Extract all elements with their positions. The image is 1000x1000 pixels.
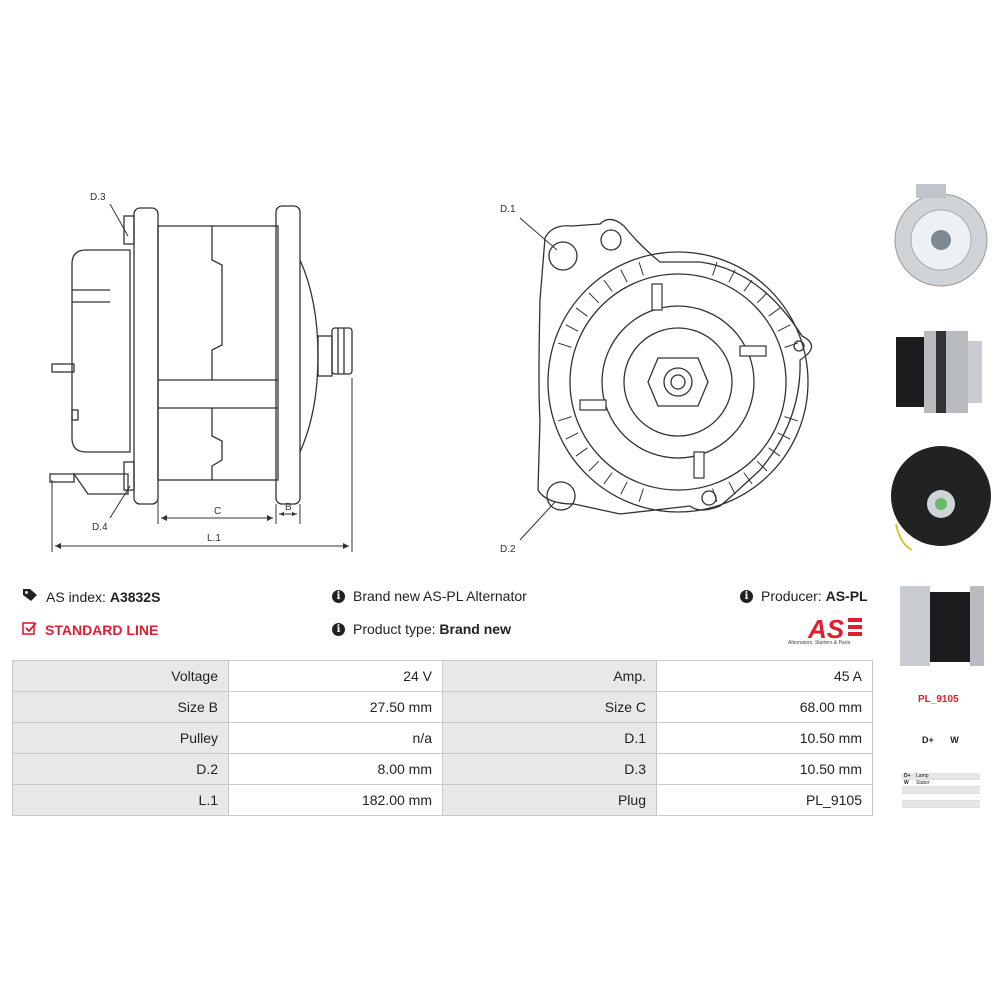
producer-value: AS-PL [825,588,868,604]
product-photo-top[interactable] [886,572,996,682]
legend-pin [902,787,916,793]
checkbox-icon [22,621,37,638]
spec-key: Amp. [442,660,657,692]
product-photo-side[interactable] [886,317,996,427]
pin-label: D+ [922,735,934,745]
legend-row [902,794,980,801]
spec-value: 10.50 mm [656,722,873,754]
product-type-label: Product type: [353,621,436,637]
product-type-row: i Product type: Brand new [332,621,511,637]
pin-label: W [950,735,959,745]
plug-legend: D+ Lamp W Stator [902,773,980,808]
description-text: Brand new AS-PL Alternator [353,588,527,604]
producer-row: i Producer: AS-PL [740,588,868,604]
spec-key: Plug [442,784,657,816]
legend-row [902,801,980,808]
spec-value: 182.00 mm [228,784,443,816]
legend-row: D+ Lamp [902,773,980,780]
spec-value: 68.00 mm [656,691,873,723]
legend-pin: D+ [904,773,911,779]
spec-value: 10.50 mm [656,753,873,785]
label-d3: D.3 [90,192,106,203]
spec-key: D.1 [442,722,657,754]
info-icon: i [740,589,753,603]
plug-pins: D+ W [922,735,973,745]
label-d2: D.2 [500,544,516,555]
as-index-value: A3832S [109,588,161,605]
spec-key: D.2 [12,753,229,785]
spec-value: 45 A [656,660,873,692]
legend-row: W Stator [902,780,980,787]
logo-text: AS [807,614,845,644]
legend-pin: W [904,780,909,786]
product-type-value: Brand new [439,621,511,637]
as-index-label: AS index: [46,588,106,605]
spec-key: Size C [442,691,657,723]
product-photo-rear[interactable] [886,434,996,564]
logo-subtitle: Alternators, Starters & Parts [788,640,851,646]
legend-pin [902,794,916,800]
spec-value: 8.00 mm [228,753,443,785]
spec-value: 24 V [228,660,443,692]
info-icon: i [332,622,345,636]
spec-value: PL_9105 [656,784,873,816]
plug-code: PL_9105 [918,694,959,705]
tag-icon [22,588,38,605]
spec-value: n/a [228,722,443,754]
spec-key: Pulley [12,722,229,754]
label-d4: D.4 [92,522,108,533]
label-c: C [214,506,221,517]
description-row: i Brand new AS-PL Alternator [332,588,527,604]
label-d1: D.1 [500,204,516,215]
spec-key: Voltage [12,660,229,692]
spec-key: L.1 [12,784,229,816]
spec-key: D.3 [442,753,657,785]
technical-drawing: D.3 D.4 C B L.1 D.1 D.2 [49,192,813,555]
producer-label: Producer: [761,588,822,604]
label-l1: L.1 [207,533,221,544]
standard-line-label: STANDARD LINE [45,621,159,638]
standard-line-row: STANDARD LINE [22,621,158,638]
legend-desc: Stator [916,780,930,786]
spec-value: 27.50 mm [228,691,443,723]
as-logo: AS [807,614,862,644]
legend-desc: Lamp [916,773,929,779]
info-icon: i [332,589,345,603]
legend-pin [902,801,916,807]
legend-row [902,787,980,794]
spec-key: Size B [12,691,229,723]
product-photo-front[interactable] [886,172,996,302]
label-b: B [285,502,292,513]
as-index-row: AS index: A3832S [22,588,160,605]
